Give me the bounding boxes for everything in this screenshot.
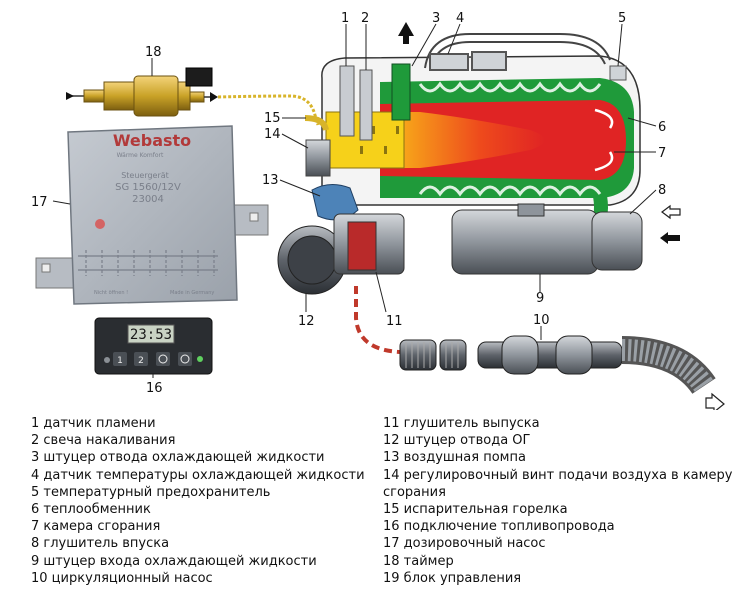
timer-display <box>127 324 175 344</box>
outlined-arrow-left-icon <box>661 204 681 220</box>
legend-item-10: 10 циркуляционный насос <box>31 570 213 586</box>
flame-sensor <box>339 65 355 137</box>
outlined-arrow-right-icon <box>705 392 725 410</box>
callout-7: 7 <box>658 146 666 161</box>
timer-left-arrow-button <box>104 357 110 363</box>
intake-muffler <box>451 209 599 275</box>
callout-3: 3 <box>432 11 440 26</box>
control-unit-line1: Steuergerät <box>121 171 169 180</box>
legend-item-4: 4 датчик температуры охлаждающей жидкост… <box>31 467 365 483</box>
legend-item-9: 9 штуцер входа охлаждающей жидкости <box>31 553 317 569</box>
legend-item-7: 7 камера сгорания <box>31 519 161 535</box>
legend-item-13: 13 воздушная помпа <box>383 450 526 466</box>
heater-body <box>277 33 643 295</box>
air-intake-nozzle <box>305 139 331 177</box>
legend-item-2: 2 свеча накаливания <box>31 433 176 449</box>
timer-button-2-label: 2 <box>138 356 144 366</box>
heater-diagram: Webasto Wärme Komfort Steuergerät SG 156… <box>31 11 725 410</box>
legend-right-column: 11 глушитель выпуска 12 штуцер отвода ОГ… <box>383 415 733 587</box>
callout-9: 9 <box>536 291 544 306</box>
timer-button-1-label: 1 <box>117 356 123 366</box>
timer-clock-button <box>156 352 170 366</box>
circulation-hose <box>399 335 725 410</box>
legend-item-19: 19 блок управления <box>383 570 522 586</box>
callout-2: 2 <box>361 11 369 26</box>
legend-item-11: 11 глушитель выпуска <box>383 416 540 431</box>
control-unit-subtitle: Wärme Komfort <box>117 152 164 159</box>
callout-8: 8 <box>658 183 666 198</box>
sensor-cables <box>424 33 611 71</box>
control-unit-footer-left: Nicht öffnen ! <box>94 290 128 296</box>
arrow-up-icon <box>398 22 414 44</box>
glow-plug <box>359 69 373 141</box>
dosing-pump <box>66 67 320 126</box>
control-unit: Webasto Wärme Komfort Steuergerät SG 156… <box>35 125 269 305</box>
callout-15: 15 <box>264 111 281 126</box>
callout-16: 16 <box>146 381 163 396</box>
legend-item-8: 8 глушитель впуска <box>31 536 170 552</box>
legend-left-column: 1 датчик пламени 2 свеча накаливания 3 ш… <box>31 415 371 587</box>
legend-item-16: 16 подключение топливопровода <box>383 519 615 535</box>
callout-18: 18 <box>145 45 162 60</box>
timer-button-1 <box>113 352 127 366</box>
timer-indicator-led <box>197 356 203 362</box>
fuel-line <box>217 94 320 126</box>
air-pump <box>311 184 359 221</box>
callout-14: 14 <box>264 127 281 142</box>
callout-5: 5 <box>618 11 626 26</box>
control-unit-left-bracket <box>35 257 77 289</box>
callout-11: 11 <box>386 314 403 329</box>
callout-13: 13 <box>262 173 279 188</box>
legend-item-3: 3 штуцер отвода охлаждающей жидкости <box>31 450 325 466</box>
control-unit-brand: Webasto <box>113 131 191 150</box>
callout-numbers: 1 2 3 4 5 6 7 8 9 10 11 12 13 14 15 16 1… <box>31 11 666 396</box>
legend-item-15: 15 испарительная горелка <box>383 502 568 518</box>
callout-4: 4 <box>456 11 464 26</box>
legend-item-18: 18 таймер <box>383 553 454 569</box>
timer: 23:53 1 2 <box>94 317 213 375</box>
timer-button-2 <box>134 352 148 366</box>
control-unit-footer-right: Made in Germany <box>170 290 214 296</box>
legend-item-12: 12 штуцер отвода ОГ <box>383 433 531 449</box>
legend-item-1: 1 датчик пламени <box>31 416 156 431</box>
legend-item-6: 6 теплообменник <box>31 502 151 518</box>
leader-lines <box>52 23 657 378</box>
control-unit-line3: 23004 <box>132 194 164 205</box>
control-unit-logo-mark <box>95 219 105 229</box>
control-unit-line2: SG 1560/12V <box>115 182 181 193</box>
timer-power-button <box>178 352 192 366</box>
arrow-left-icon <box>660 232 680 244</box>
control-unit-body <box>67 125 238 305</box>
callout-17: 17 <box>31 195 48 210</box>
callout-1: 1 <box>341 11 349 26</box>
exhaust-line <box>354 286 401 354</box>
control-unit-wiring-symbol <box>78 250 218 276</box>
callout-12: 12 <box>298 314 315 329</box>
temperature-fuse <box>609 65 627 81</box>
arrow-right-icon <box>66 92 74 100</box>
callout-6: 6 <box>658 120 666 135</box>
callout-10: 10 <box>533 313 550 328</box>
arrow-right-icon <box>210 92 218 102</box>
legend-item-5: 5 температурный предохранитель <box>31 484 271 500</box>
legend-item-17: 17 дозировочный насос <box>383 536 546 552</box>
legend-item-14: 14 регулировочный винт подачи воздуха в … <box>383 467 733 500</box>
timer-display-text: 23:53 <box>130 327 172 343</box>
